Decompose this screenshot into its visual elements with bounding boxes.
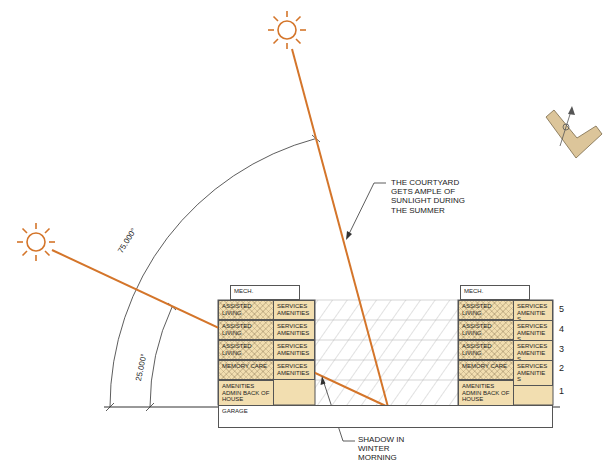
floor-number: 1 <box>559 386 564 396</box>
leader-arrowheads <box>321 231 353 385</box>
left-building <box>218 300 315 405</box>
room-label: AMENITIES ADMIN BACK OF HOUSE <box>219 381 273 405</box>
room-cell: MEMORY CARE <box>218 360 274 380</box>
key-plan-icon <box>546 106 602 158</box>
room-label: ASSISTED LIVING <box>219 301 273 318</box>
angle-arcs <box>106 135 320 411</box>
room-label: SERVICES AMENITIES <box>274 301 314 318</box>
mech-box: MECH. <box>460 285 530 300</box>
room-label: MECH. <box>461 286 515 297</box>
room-cell: MEMORY CARE <box>458 360 514 380</box>
floor-number: 4 <box>559 324 564 334</box>
room-cell: ASSISTED LIVING <box>218 300 274 320</box>
room-cell: SERVICES AMENITIES <box>273 360 315 380</box>
room-label: ASSISTED LIVING <box>219 321 273 338</box>
room-cell: ASSISTED LIVING <box>458 320 514 340</box>
right-building <box>458 300 553 405</box>
room-cell: SERVICES AMENITIES <box>273 320 315 340</box>
room-label: ASSISTED LIVING <box>459 301 513 318</box>
room-label: SERVICES AMENITIES <box>274 321 314 338</box>
room-cell: AMENITIES ADMIN BACK OF HOUSE <box>458 380 514 406</box>
room-label: MEMORY CARE <box>219 361 273 372</box>
sun-icons <box>17 11 306 261</box>
shadow-hatch <box>315 300 458 405</box>
sun-rays <box>52 49 388 407</box>
room-label: MECH. <box>231 286 285 297</box>
floor-number: 2 <box>559 363 564 373</box>
mech-box: MECH. <box>230 285 300 300</box>
floor-lines <box>315 300 458 380</box>
angle-dimension: 25.000° <box>134 353 149 382</box>
room-label: ASSISTED LIVING <box>459 321 513 338</box>
room-cell: ASSISTED LIVING <box>218 320 274 340</box>
room-cell: SERVICES AMENITIES <box>513 360 553 386</box>
floor-number: 3 <box>559 344 564 354</box>
room-label: GARAGE <box>219 406 273 417</box>
room-cell: ASSISTED LIVING <box>218 340 274 360</box>
garage-box: GARAGE <box>218 405 553 428</box>
room-label: ASSISTED LIVING <box>459 341 513 358</box>
room-cell: ASSISTED LIVING <box>458 340 514 360</box>
room-cell: SERVICES AMENITIES <box>273 340 315 360</box>
room-cell: SERVICES AMENITIES <box>273 300 315 320</box>
floor-number: 5 <box>559 304 564 314</box>
callout-note: THE COURTYARD GETS AMPLE OF SUNLIGHT DUR… <box>391 178 473 215</box>
room-label: SERVICES AMENITIES <box>514 361 552 385</box>
room-cell: AMENITIES ADMIN BACK OF HOUSE <box>218 380 274 406</box>
room-label: ASSISTED LIVING <box>219 341 273 358</box>
room-label: AMENITIES ADMIN BACK OF HOUSE <box>459 381 513 405</box>
leader-lines <box>323 183 386 441</box>
room-label: MEMORY CARE <box>459 361 513 372</box>
angle-dimension: 75.000° <box>116 227 138 255</box>
callout-note: SHADOW IN WINTER MORNING <box>358 435 418 463</box>
room-label: SERVICES AMENITIES <box>274 361 314 378</box>
room-label: SERVICES AMENITIES <box>274 341 314 358</box>
room-cell: ASSISTED LIVING <box>458 300 514 320</box>
